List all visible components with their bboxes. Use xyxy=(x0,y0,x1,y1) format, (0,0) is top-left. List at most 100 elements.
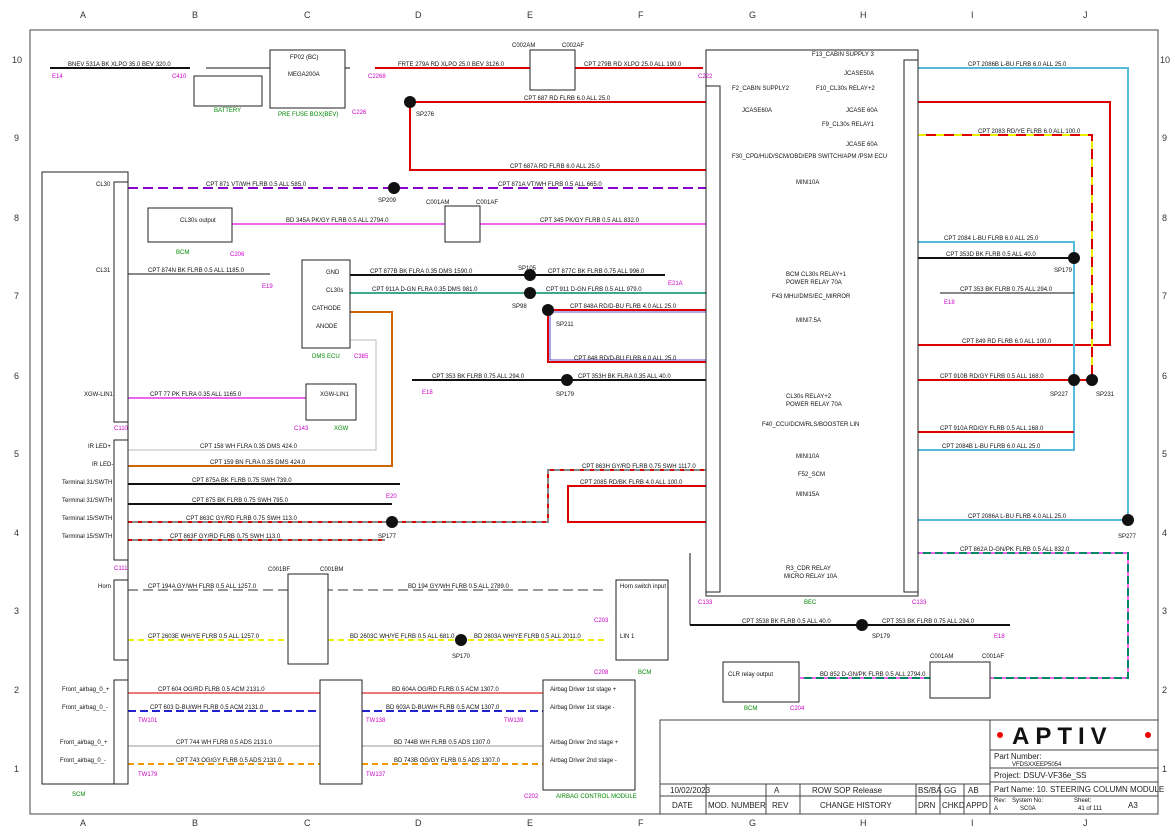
svg-text:CPT 603 D-BU/WH FLRB 0.5 ACM 2: CPT 603 D-BU/WH FLRB 0.5 ACM 2131.0 xyxy=(150,705,264,711)
svg-text:JCASE60A: JCASE60A xyxy=(742,108,772,114)
battery xyxy=(193,75,263,107)
bec-fusebox xyxy=(705,49,919,597)
pre-fuse-box xyxy=(269,49,346,109)
bcm-clr xyxy=(722,661,800,703)
svg-text:D: D xyxy=(415,818,422,828)
svg-text:C133: C133 xyxy=(698,600,713,606)
svg-text:9: 9 xyxy=(14,133,19,143)
svg-text:Airbag Driver 2nd stage -: Airbag Driver 2nd stage - xyxy=(550,758,617,764)
svg-text:LIN 1: LIN 1 xyxy=(620,634,635,640)
svg-text:B: B xyxy=(192,818,198,828)
svg-text:1: 1 xyxy=(1162,764,1167,774)
svg-text:SP211: SP211 xyxy=(556,322,574,328)
svg-text:R3_CDR RELAY: R3_CDR RELAY xyxy=(786,566,831,572)
svg-text:Horn: Horn xyxy=(98,584,111,590)
svg-text:CL30s RELAY+2: CL30s RELAY+2 xyxy=(786,394,832,400)
svg-text:POWER RELAY 70A: POWER RELAY 70A xyxy=(786,402,842,408)
svg-text:Airbag Driver 1st stage -: Airbag Driver 1st stage - xyxy=(550,705,615,711)
svg-text:F13_CABIN SUPPLY 3: F13_CABIN SUPPLY 3 xyxy=(812,52,874,58)
grid-numbers-right: 10 9 8 7 6 5 4 3 2 1 xyxy=(1160,55,1170,774)
svg-text:8: 8 xyxy=(14,213,19,223)
svg-text:CPT 848 RD/D-BU FLRB 6.0 ALL 2: CPT 848 RD/D-BU FLRB 6.0 ALL 25.0 xyxy=(574,356,677,362)
svg-text:Part Number:: Part Number: xyxy=(994,752,1042,761)
svg-text:TW137: TW137 xyxy=(366,772,386,778)
svg-text:Airbag Driver 2nd stage +: Airbag Driver 2nd stage + xyxy=(550,740,619,746)
svg-text:4: 4 xyxy=(1162,528,1167,538)
svg-text:C002AM: C002AM xyxy=(512,43,535,49)
svg-text:CL30s output: CL30s output xyxy=(180,218,216,224)
svg-text:System No:: System No: xyxy=(1012,798,1043,804)
component-names: BATTERY PRE FUSE BOX(BEV) FP02 (BC) MEGA… xyxy=(72,55,817,800)
splice-points xyxy=(386,96,1134,646)
svg-text:Terminal 31/SWTH: Terminal 31/SWTH xyxy=(62,498,112,504)
svg-text:1: 1 xyxy=(14,764,19,774)
svg-text:CPT 848A RD/D-BU FLRB 4.0 ALL: CPT 848A RD/D-BU FLRB 4.0 ALL 25.0 xyxy=(570,304,677,310)
svg-text:CPT 353 BK FLRB 0.75 ALL 294.0: CPT 353 BK FLRB 0.75 ALL 294.0 xyxy=(882,619,975,625)
svg-text:CPT 159 BN FLRA 0.35 DMS 424.0: CPT 159 BN FLRA 0.35 DMS 424.0 xyxy=(210,460,306,466)
svg-text:BD 744B WH FLRB 0.5 ADS 1307.0: BD 744B WH FLRB 0.5 ADS 1307.0 xyxy=(394,740,491,746)
svg-text:CPT 687 RD FLRB 6.0 ALL 25.0: CPT 687 RD FLRB 6.0 ALL 25.0 xyxy=(524,96,611,102)
svg-text:SP98: SP98 xyxy=(512,304,527,310)
svg-text:C001BM: C001BM xyxy=(320,567,343,573)
svg-text:5: 5 xyxy=(14,449,19,459)
svg-text:CLR relay output: CLR relay output xyxy=(728,672,773,678)
svg-text:C001BF: C001BF xyxy=(268,567,290,573)
svg-text:J: J xyxy=(1083,10,1088,20)
svg-text:TW138: TW138 xyxy=(366,718,386,724)
svg-text:CPT 875 BK FLRB 0.75 SWH 795.0: CPT 875 BK FLRB 0.75 SWH 795.0 xyxy=(192,498,289,504)
svg-text:C001AF: C001AF xyxy=(982,654,1004,660)
svg-text:DRN: DRN xyxy=(918,801,936,810)
svg-text:CPT 871A VT/WH FLRB 0.5 ALL 66: CPT 871A VT/WH FLRB 0.5 ALL 665.0 xyxy=(498,182,602,188)
svg-text:CPT 875A BK FLRB 0.75 SWH 739.: CPT 875A BK FLRB 0.75 SWH 739.0 xyxy=(192,478,292,484)
svg-text:Sheet:: Sheet: xyxy=(1074,798,1092,804)
svg-text:CPT 2084 L-BU FLRB 6.0 ALL 25.: CPT 2084 L-BU FLRB 6.0 ALL 25.0 xyxy=(944,236,1039,242)
svg-text:TW179: TW179 xyxy=(138,772,158,778)
svg-text:IR LED+: IR LED+ xyxy=(88,444,111,450)
svg-text:E: E xyxy=(527,10,533,20)
svg-text:Front_airbag_0_+: Front_airbag_0_+ xyxy=(60,740,108,746)
svg-text:FRTE 279A RD XLPO 25.0 BEV 312: FRTE 279A RD XLPO 25.0 BEV 3126.0 xyxy=(398,62,505,68)
svg-text:6: 6 xyxy=(14,371,19,381)
svg-text:BD 852 D-GN/PK FLRB 0.5 ALL 27: BD 852 D-GN/PK FLRB 0.5 ALL 2794.0 xyxy=(820,672,926,678)
title-block: 10/02/2023 A ROW SOP Release BS/BA GG AB… xyxy=(659,719,1164,815)
svg-text:MINI7.5A: MINI7.5A xyxy=(796,318,821,324)
svg-text:Front_airbag_0_-: Front_airbag_0_- xyxy=(60,758,106,764)
svg-text:BATTERY: BATTERY xyxy=(214,108,241,114)
svg-text:CPT 911A D-GN FLRA 0.35 DMS 98: CPT 911A D-GN FLRA 0.35 DMS 981.0 xyxy=(372,287,478,293)
svg-text:BD 604A OG/RD FLRB 0.5 ACM 130: BD 604A OG/RD FLRB 0.5 ACM 1307.0 xyxy=(392,687,499,693)
svg-text:G: G xyxy=(749,10,756,20)
svg-text:Horn switch input: Horn switch input xyxy=(620,584,666,590)
wires xyxy=(50,67,1129,765)
svg-text:CPT 2086B L-BU FLRB 6.0 ALL 25: CPT 2086B L-BU FLRB 6.0 ALL 25.0 xyxy=(968,62,1067,68)
bcm-cl30s xyxy=(147,207,233,243)
svg-text:Rev:: Rev: xyxy=(994,798,1007,804)
svg-text:C2268: C2268 xyxy=(368,74,386,80)
svg-text:C202: C202 xyxy=(524,794,539,800)
svg-text:MEGA200A: MEGA200A xyxy=(288,72,320,78)
svg-text:CPT 3538 BK FLRB 0.5 ALL 40.0: CPT 3538 BK FLRB 0.5 ALL 40.0 xyxy=(742,619,831,625)
svg-text:JCASE 60A: JCASE 60A xyxy=(846,108,878,114)
pin-labels: CL30 CL31 XGW-LIN1 IR LED+ IR LED- Termi… xyxy=(60,182,773,764)
svg-text:F40_CCU/DCM/RLS/BOOSTER LIN: F40_CCU/DCM/RLS/BOOSTER LIN xyxy=(762,422,859,428)
svg-text:C385: C385 xyxy=(354,354,369,360)
svg-text:BD 743B OG/GY FLRB 0.5 ADS 130: BD 743B OG/GY FLRB 0.5 ADS 1307.0 xyxy=(394,758,501,764)
svg-text:CPT 604 OG/RD FLRB 0.5 ACM 213: CPT 604 OG/RD FLRB 0.5 ACM 2131.0 xyxy=(158,687,265,693)
svg-text:CPT 871 VT/WH FLRB 0.5 ALL 585: CPT 871 VT/WH FLRB 0.5 ALL 585.0 xyxy=(206,182,307,188)
svg-text:SC0A: SC0A xyxy=(1020,806,1036,812)
svg-text:CPT 345 PK/GY FLRB 0.5 ALL 832: CPT 345 PK/GY FLRB 0.5 ALL 832.0 xyxy=(540,218,640,224)
svg-text:CHKD: CHKD xyxy=(942,801,965,810)
svg-text:DATE: DATE xyxy=(672,801,693,810)
svg-text:C002AF: C002AF xyxy=(562,43,584,49)
svg-text:C143: C143 xyxy=(294,426,309,432)
svg-text:APPD: APPD xyxy=(966,801,988,810)
svg-text:CL31: CL31 xyxy=(96,268,111,274)
svg-text:Airbag Driver 1st stage +: Airbag Driver 1st stage + xyxy=(550,687,617,693)
svg-text:Front_airbag_0_-: Front_airbag_0_- xyxy=(62,705,108,711)
svg-text:XGW-LIN1: XGW-LIN1 xyxy=(320,392,350,398)
svg-text:CPT 353H BK FLRA 0.35 ALL 40.0: CPT 353H BK FLRA 0.35 ALL 40.0 xyxy=(578,374,671,380)
svg-text:MOD. NUMBER: MOD. NUMBER xyxy=(708,801,766,810)
svg-text:IR LED-: IR LED- xyxy=(92,462,113,468)
dms-ecu xyxy=(301,259,351,349)
svg-text:CPT 877C BK FLRB 0.75 ALL 996.: CPT 877C BK FLRB 0.75 ALL 996.0 xyxy=(548,269,645,275)
